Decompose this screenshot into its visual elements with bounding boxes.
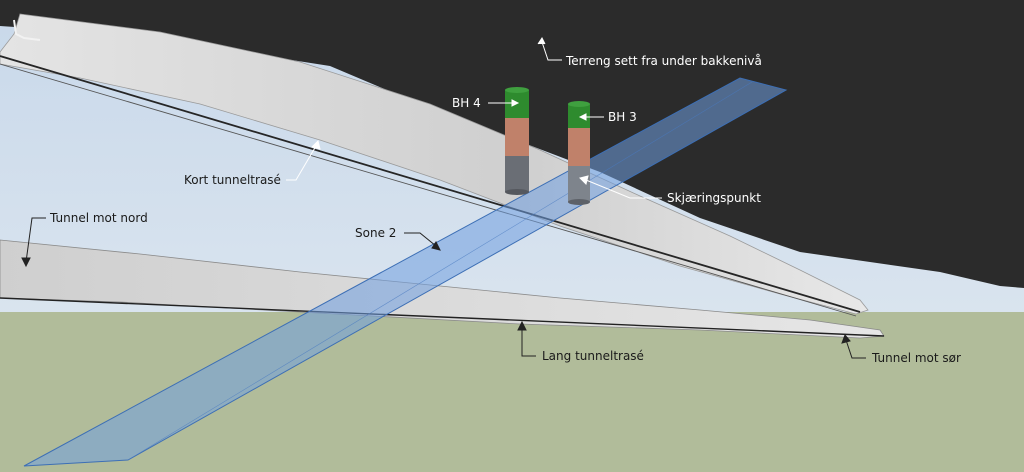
borehole-bh4 [505, 87, 529, 195]
leader-long-route [517, 320, 536, 357]
label-intersection: Skjæringspunkt [667, 191, 761, 205]
label-short-route: Kort tunneltrasé [184, 173, 281, 187]
label-tunnel-south: Tunnel mot sør [872, 351, 961, 365]
label-zone2: Sone 2 [355, 226, 397, 240]
terrain-underside [0, 0, 1024, 288]
tunnel-south-edge [0, 297, 885, 337]
borehole-bh3 [568, 101, 590, 205]
label-long-route: Lang tunneltrasé [542, 349, 644, 363]
zone2-plane-diagonal [127, 81, 753, 461]
leader-zone2 [404, 232, 441, 251]
leader-short-route [286, 140, 321, 181]
tunnel-north-body [0, 13, 869, 315]
label-bh3: BH 3 [608, 110, 637, 124]
leader-intersection [579, 175, 662, 199]
label-terrain: Terreng sett fra under bakkenivå [566, 54, 762, 68]
tunnel-north-rim [13, 19, 41, 41]
label-tunnel-north: Tunnel mot nord [50, 211, 148, 225]
zone2-plane [23, 77, 788, 467]
label-bh4: BH 4 [452, 96, 481, 110]
leader-tunnel-south [841, 334, 866, 359]
leader-terrain [537, 37, 562, 61]
leader-tunnel-north [21, 217, 46, 268]
leader-bh4 [488, 99, 520, 107]
short-route-line-a [0, 55, 861, 313]
short-route-line-b [0, 63, 857, 317]
leader-bh3 [578, 113, 604, 121]
